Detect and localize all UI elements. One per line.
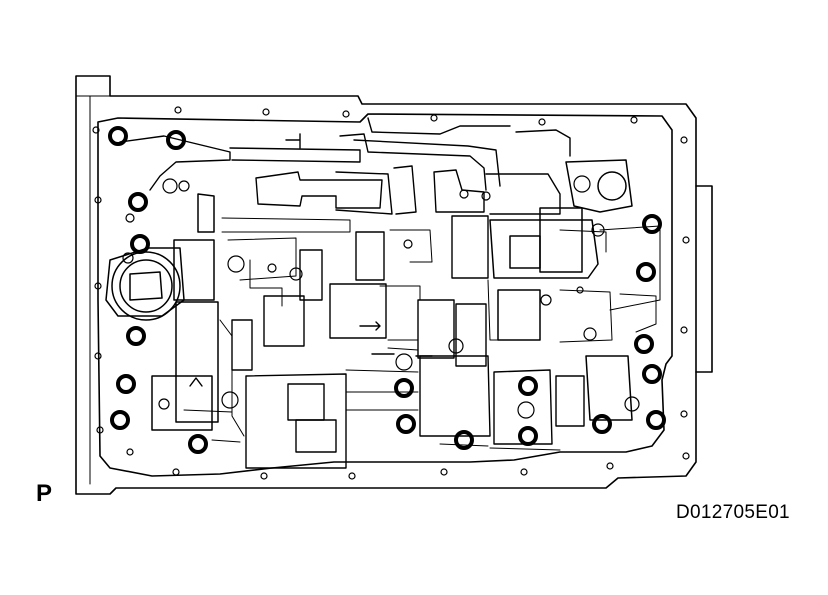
solenoid-blocks: [489, 159, 633, 421]
bolt: [396, 414, 416, 434]
internal-channels: [183, 217, 661, 451]
bolt: [110, 410, 130, 430]
bolt: [454, 430, 474, 450]
bolt: [108, 126, 128, 146]
bolt: [126, 326, 146, 346]
pin-markers: [189, 133, 433, 387]
upper-passages: [119, 117, 571, 191]
gasket-outline: [97, 113, 673, 477]
bolt: [166, 130, 186, 150]
bolt: [636, 262, 656, 282]
bolt: [188, 434, 208, 454]
fittings: [122, 175, 640, 419]
right-flange: [695, 185, 713, 373]
ring-housing: [111, 251, 181, 321]
valve-spools: [255, 165, 561, 367]
bolt: [642, 214, 662, 234]
view-label: P: [36, 480, 53, 507]
bolts: [108, 126, 666, 454]
case-inner-edge: [75, 95, 111, 485]
figure-code: D012705E01: [676, 502, 790, 523]
bolt: [634, 334, 654, 354]
bolt: [128, 192, 148, 212]
bolt: [116, 374, 136, 394]
bolt: [518, 426, 538, 446]
bolt: [518, 376, 538, 396]
bolt: [642, 364, 662, 384]
bolt: [646, 410, 666, 430]
bolt: [130, 234, 150, 254]
lower-housings: [231, 249, 585, 469]
perimeter-holes: [92, 106, 690, 480]
bolt: [394, 378, 414, 398]
case-outline: [75, 75, 697, 495]
left-housing: [105, 193, 219, 431]
bolt: [592, 414, 612, 434]
